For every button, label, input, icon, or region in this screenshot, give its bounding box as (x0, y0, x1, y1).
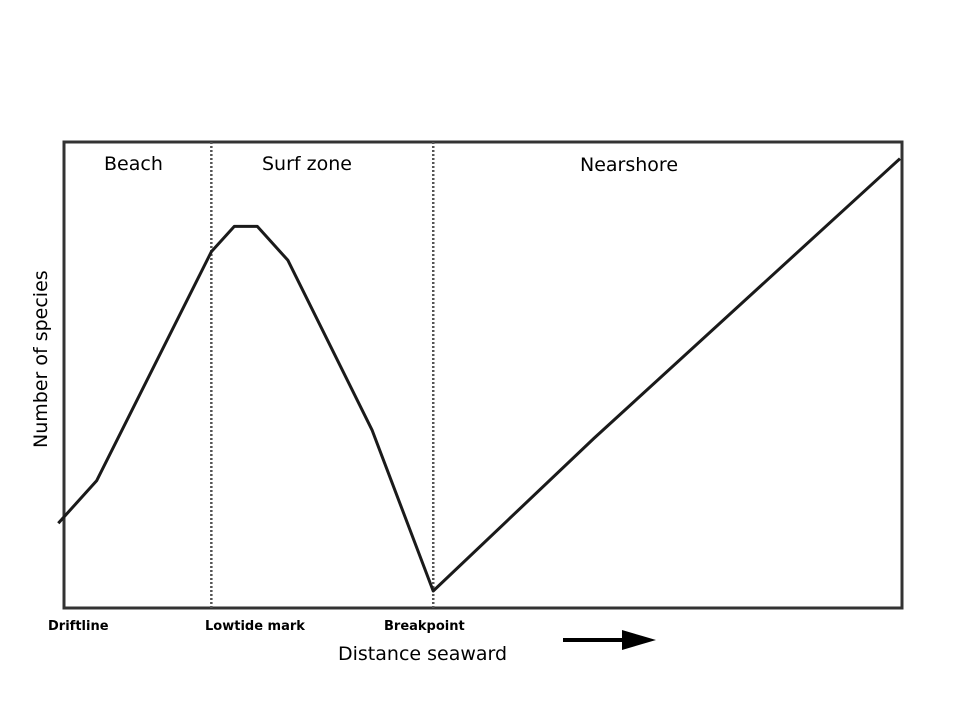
species-curve (57, 157, 902, 593)
y-axis-label: Number of species (30, 270, 52, 448)
zone-label-nearshore: Nearshore (580, 154, 678, 176)
x-axis-label: Distance seaward (338, 643, 507, 665)
tick-label-driftline: Driftline (48, 619, 109, 634)
plot-frame (62, 140, 904, 610)
seaward-arrow-icon (563, 630, 656, 650)
tick-label-lowtide-mark: Lowtide mark (205, 619, 305, 634)
zone-label-beach: Beach (104, 153, 163, 175)
tick-label-breakpoint: Breakpoint (384, 619, 465, 634)
zone-label-surf-zone: Surf zone (262, 153, 352, 175)
